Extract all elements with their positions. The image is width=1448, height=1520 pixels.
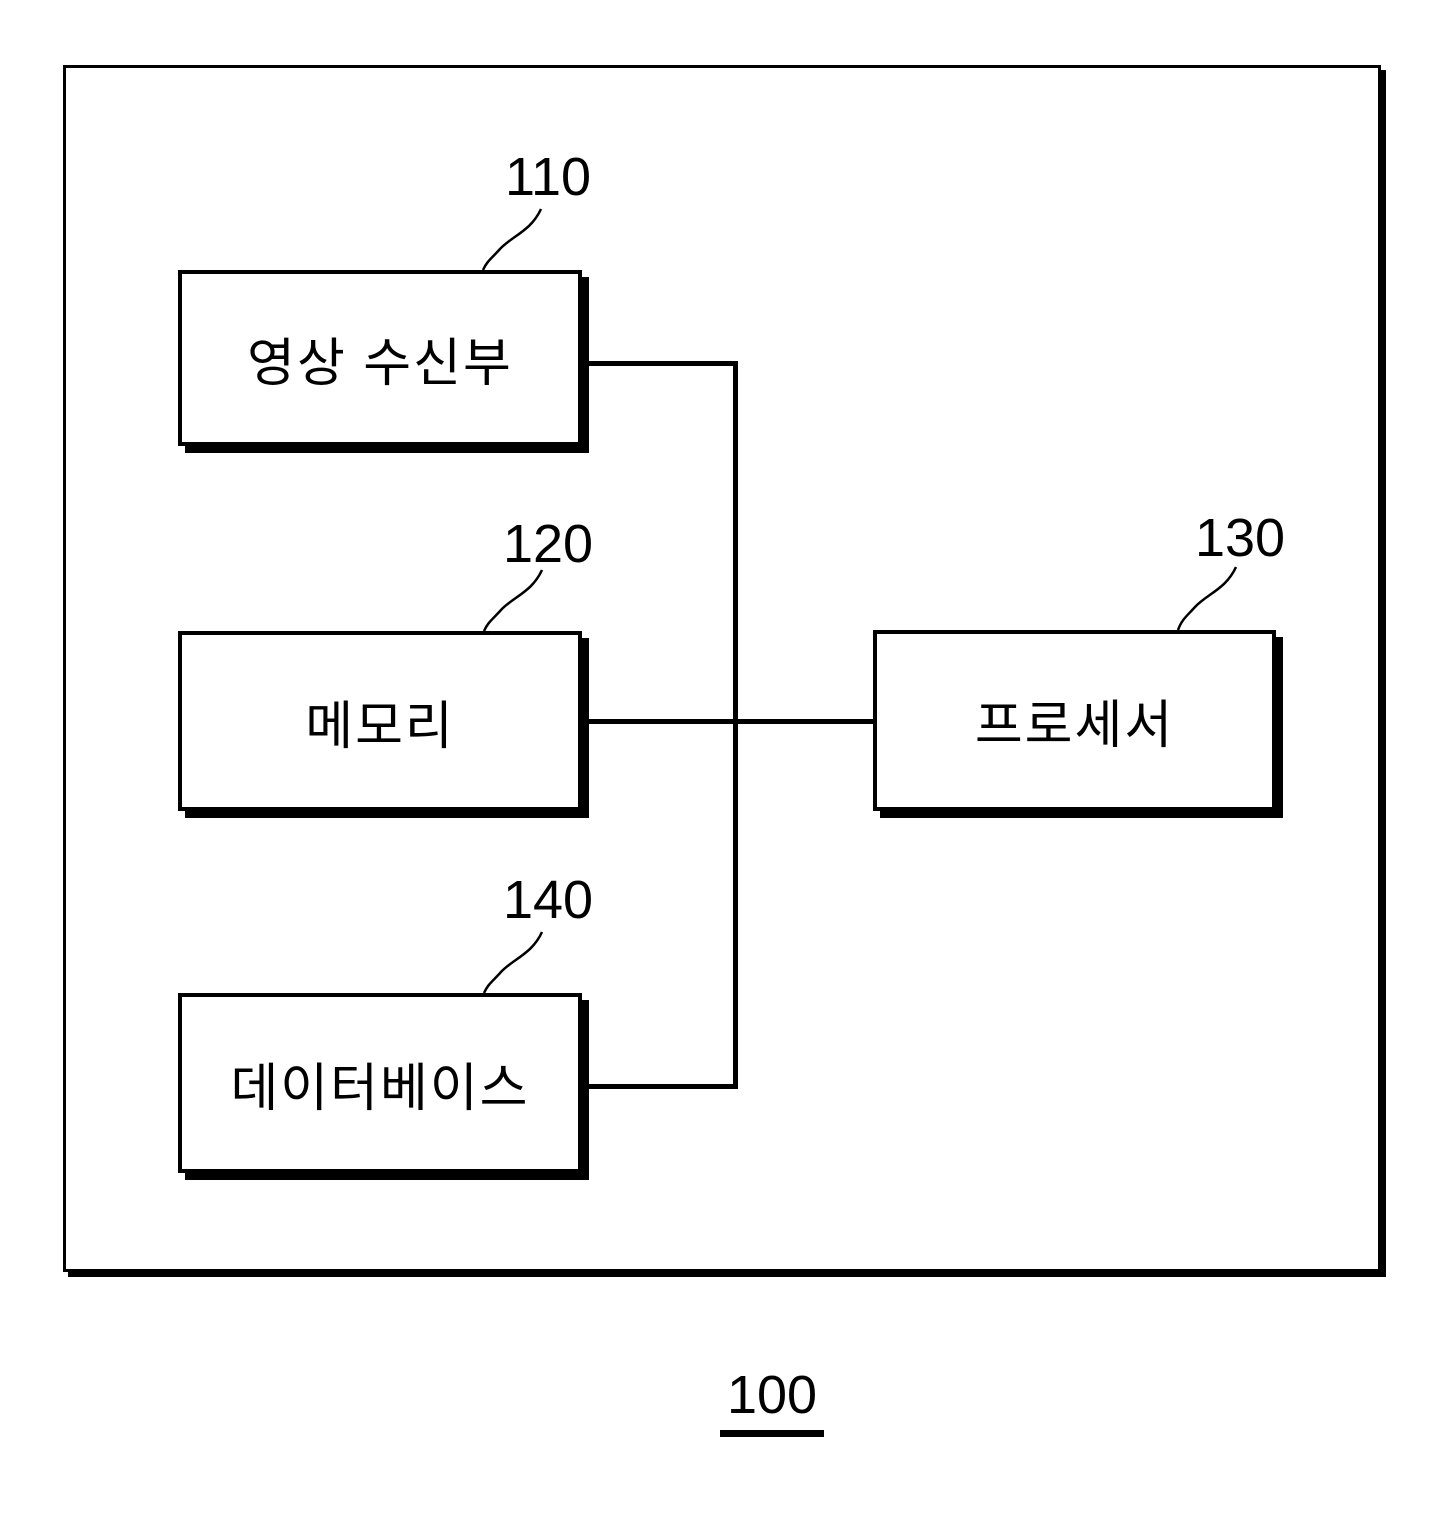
block-image-receiver: 영상 수신부 [178, 270, 582, 446]
block-processor: 프로세서 [873, 630, 1276, 811]
block-database: 데이터베이스 [178, 993, 582, 1173]
connector-vertical-bus [733, 361, 738, 1089]
block-memory: 메모리 [178, 631, 582, 811]
block-image-receiver-label: 영상 수신부 [247, 334, 513, 393]
figure-number: 100 [720, 1368, 824, 1437]
connector-database-to-bus [582, 1084, 738, 1089]
ref-numeral-130: 130 [1194, 508, 1286, 568]
block-database-label: 데이터베이스 [230, 1059, 530, 1118]
ref-numeral-120: 120 [502, 514, 594, 574]
ref-numeral-140: 140 [502, 870, 594, 930]
connector-memory-to-processor [582, 719, 873, 724]
connector-image-receiver-to-bus [582, 361, 738, 366]
ref-numeral-110: 110 [504, 147, 592, 207]
block-memory-label: 메모리 [305, 697, 455, 756]
block-processor-label: 프로세서 [974, 697, 1175, 755]
